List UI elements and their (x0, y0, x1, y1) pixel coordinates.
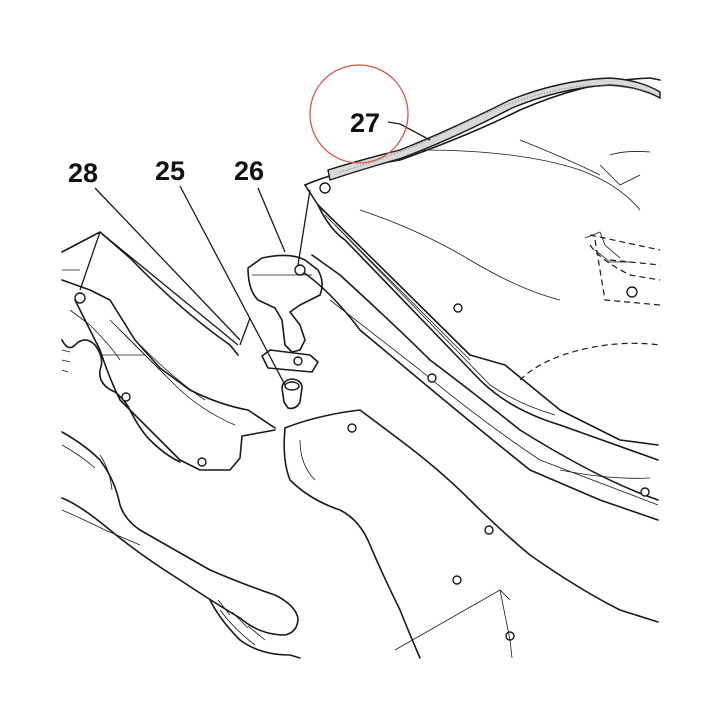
callout-28: 28 (68, 158, 98, 188)
callout-25: 25 (155, 156, 185, 186)
leader-28a (94, 187, 241, 341)
lower-left-trim (61, 431, 301, 659)
leader-26a (257, 187, 286, 253)
main-panel (299, 77, 661, 521)
leader-clip-bracket (239, 317, 251, 346)
callout-26: 26 (234, 156, 264, 186)
leader-lines (79, 121, 431, 386)
left-trim-panel (61, 231, 276, 471)
leader-27 (387, 121, 431, 141)
clip-part (261, 349, 319, 410)
callout-27: 27 (350, 108, 380, 138)
bracket-part (247, 254, 323, 353)
leader-26b (297, 189, 311, 266)
highlight-circle (309, 64, 409, 164)
lower-panel (283, 409, 659, 659)
weatherstrip-seal (327, 77, 661, 181)
leader-28c (99, 231, 239, 346)
leader-28b (79, 231, 101, 291)
leader-25 (179, 185, 286, 386)
